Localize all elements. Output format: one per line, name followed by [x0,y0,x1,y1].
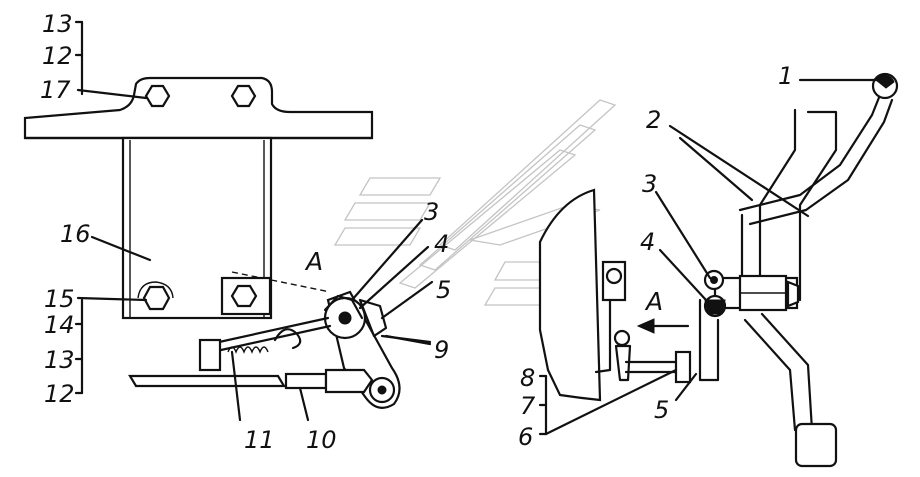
label-5-left: 5 [436,276,451,304]
leader-lines [74,20,880,436]
label-14: 14 [44,311,75,339]
direction-arrow-a [636,318,690,334]
label-7: 7 [520,392,536,420]
label-6: 6 [518,423,533,451]
label-3-right: 3 [642,170,657,198]
label-3-left: 3 [424,198,439,226]
label-2: 2 [646,106,661,134]
label-10: 10 [306,426,337,454]
label-8: 8 [520,364,535,392]
plate-bolt-15 [142,285,171,311]
label-4-left: 4 [434,230,449,258]
label-13-top: 13 [42,10,73,38]
detail-a-view [128,271,432,409]
label-12-bottom: 12 [44,380,75,408]
label-13-bottom: 13 [44,346,75,374]
label-1: 1 [778,62,793,90]
label-5-right: 5 [654,396,669,424]
mounting-bracket [23,76,374,140]
firewall-panel [538,188,602,402]
watermark [333,99,617,306]
callout-labels: 13 12 17 16 15 14 13 12 11 10 9 5 4 3 A … [40,10,793,454]
label-17: 17 [40,76,71,104]
label-a-left: A [304,247,323,276]
bracket-bolt-17 [144,84,171,108]
label-16: 16 [60,220,91,248]
label-9: 9 [434,336,449,364]
label-4-right: 4 [640,228,655,256]
bracket-bolt [230,84,257,108]
label-12-top: 12 [42,42,73,70]
label-a-right: A [644,287,663,316]
label-15: 15 [44,285,75,313]
pedal-mechanism [594,72,899,468]
label-11: 11 [244,426,275,454]
